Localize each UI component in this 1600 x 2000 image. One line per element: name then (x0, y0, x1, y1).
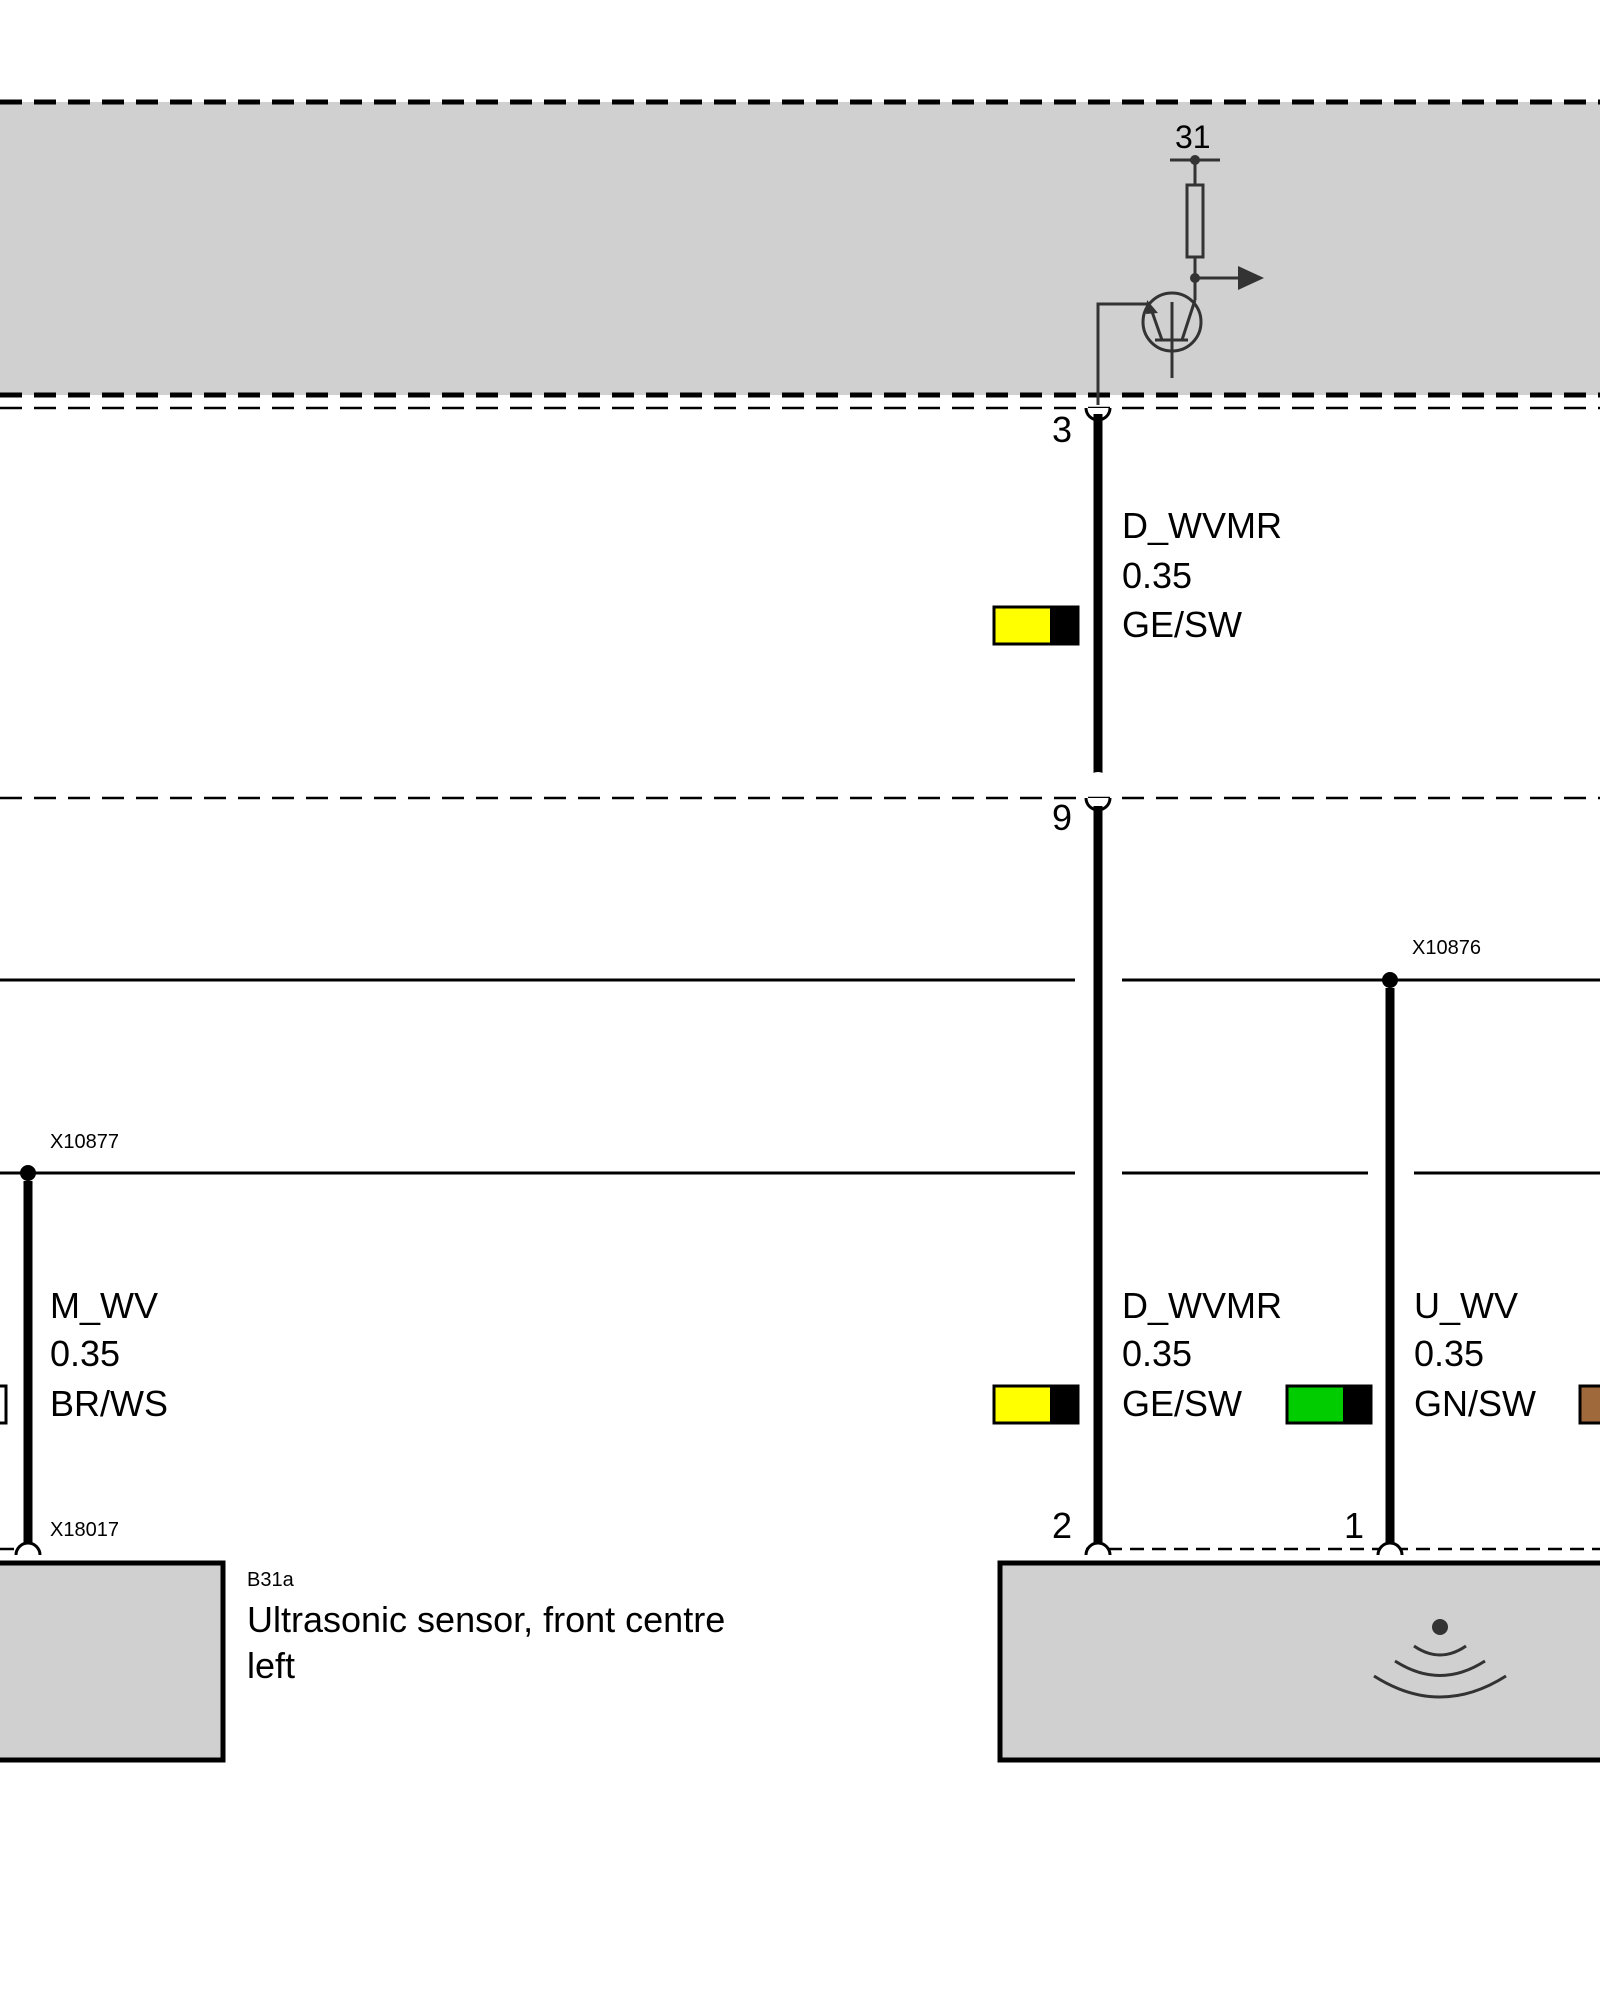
wire-lower-right-color-code: GN/SW (1414, 1383, 1536, 1424)
wire-lower-right-gauge: 0.35 (1414, 1333, 1484, 1374)
transistor-collector (1180, 299, 1197, 341)
wire-lower-left-signal: M_WV (50, 1285, 158, 1326)
connector-x18017-label: X18017 (50, 1519, 119, 1541)
wire-u-wv[interactable]: X10876 U_WV 0.35 GN/SW 1 (1285, 937, 1536, 1546)
wire-upper-gauge: 0.35 (1122, 555, 1192, 596)
sensor-left-component[interactable]: B31a Ultrasonic sensor, front centre lef… (0, 1560, 725, 1763)
pin-socket-sensor-left (14, 1541, 42, 1556)
control-module-body (0, 102, 1600, 395)
emitter-to-pin-line (1096, 302, 1150, 405)
splice-x10877 (20, 1165, 36, 1181)
splice-x10876 (1382, 972, 1398, 988)
sensor-left-name-line1: Ultrasonic sensor, front centre (247, 1599, 725, 1640)
output-stage-circuit: 31 (1096, 119, 1264, 405)
wire-lower-mid-gauge: 0.35 (1122, 1333, 1192, 1374)
wire-d-wvmr-lower[interactable]: D_WVMR 0.35 GE/SW 2 (992, 806, 1282, 1546)
pin-socket-1 (1376, 1541, 1404, 1556)
wire-m-wv[interactable]: X10877 M_WV 0.35 BR/WS X18017 (0, 1131, 168, 1545)
wire-lower-left-color-code: BR/WS (50, 1383, 168, 1424)
splice-x10876-label: X10876 (1412, 937, 1481, 959)
pin-label-9: 9 (1052, 797, 1072, 838)
sensor-left-body[interactable] (0, 1560, 226, 1763)
sensor-left-id: B31a (247, 1569, 295, 1591)
bus-lines (0, 978, 1600, 1175)
sensor-left-name-line2: left (247, 1645, 295, 1686)
wire-lower-mid-signal: D_WVMR (1122, 1285, 1282, 1326)
ground-terminal-label: 31 (1175, 119, 1211, 155)
wire-lower-mid-color-swatch (992, 1384, 1080, 1425)
wire-lower-left-gauge: 0.35 (50, 1333, 120, 1374)
wire-upper-color-code: GE/SW (1122, 604, 1242, 645)
pin-label-2: 2 (1052, 1505, 1072, 1546)
wire-upper-color-swatch (992, 605, 1080, 646)
wire-d-wvmr-upper[interactable]: 3 D_WVMR 0.35 GE/SW (992, 407, 1282, 784)
wire-lower-left-color-swatch (0, 1384, 8, 1425)
wire-upper-signal: D_WVMR (1122, 505, 1282, 546)
control-module (0, 99, 1600, 398)
ultrasonic-icon (1373, 1619, 1507, 1699)
edge-color-swatch (1578, 1384, 1600, 1425)
pin-socket-9-top (1086, 772, 1110, 784)
pin-socket-2 (1084, 1541, 1112, 1556)
pin-label-3: 3 (1052, 409, 1072, 450)
sensor-right-component[interactable] (997, 1560, 1600, 1763)
wire-lower-mid-color-code: GE/SW (1122, 1383, 1242, 1424)
splice-x10877-label: X10877 (50, 1131, 119, 1153)
sensor-right-body[interactable] (997, 1560, 1600, 1763)
pin-label-1: 1 (1344, 1505, 1364, 1546)
signal-output-arrow-icon (1238, 266, 1264, 290)
wire-lower-right-signal: U_WV (1414, 1285, 1518, 1326)
wire-lower-right-color-swatch (1285, 1384, 1373, 1425)
